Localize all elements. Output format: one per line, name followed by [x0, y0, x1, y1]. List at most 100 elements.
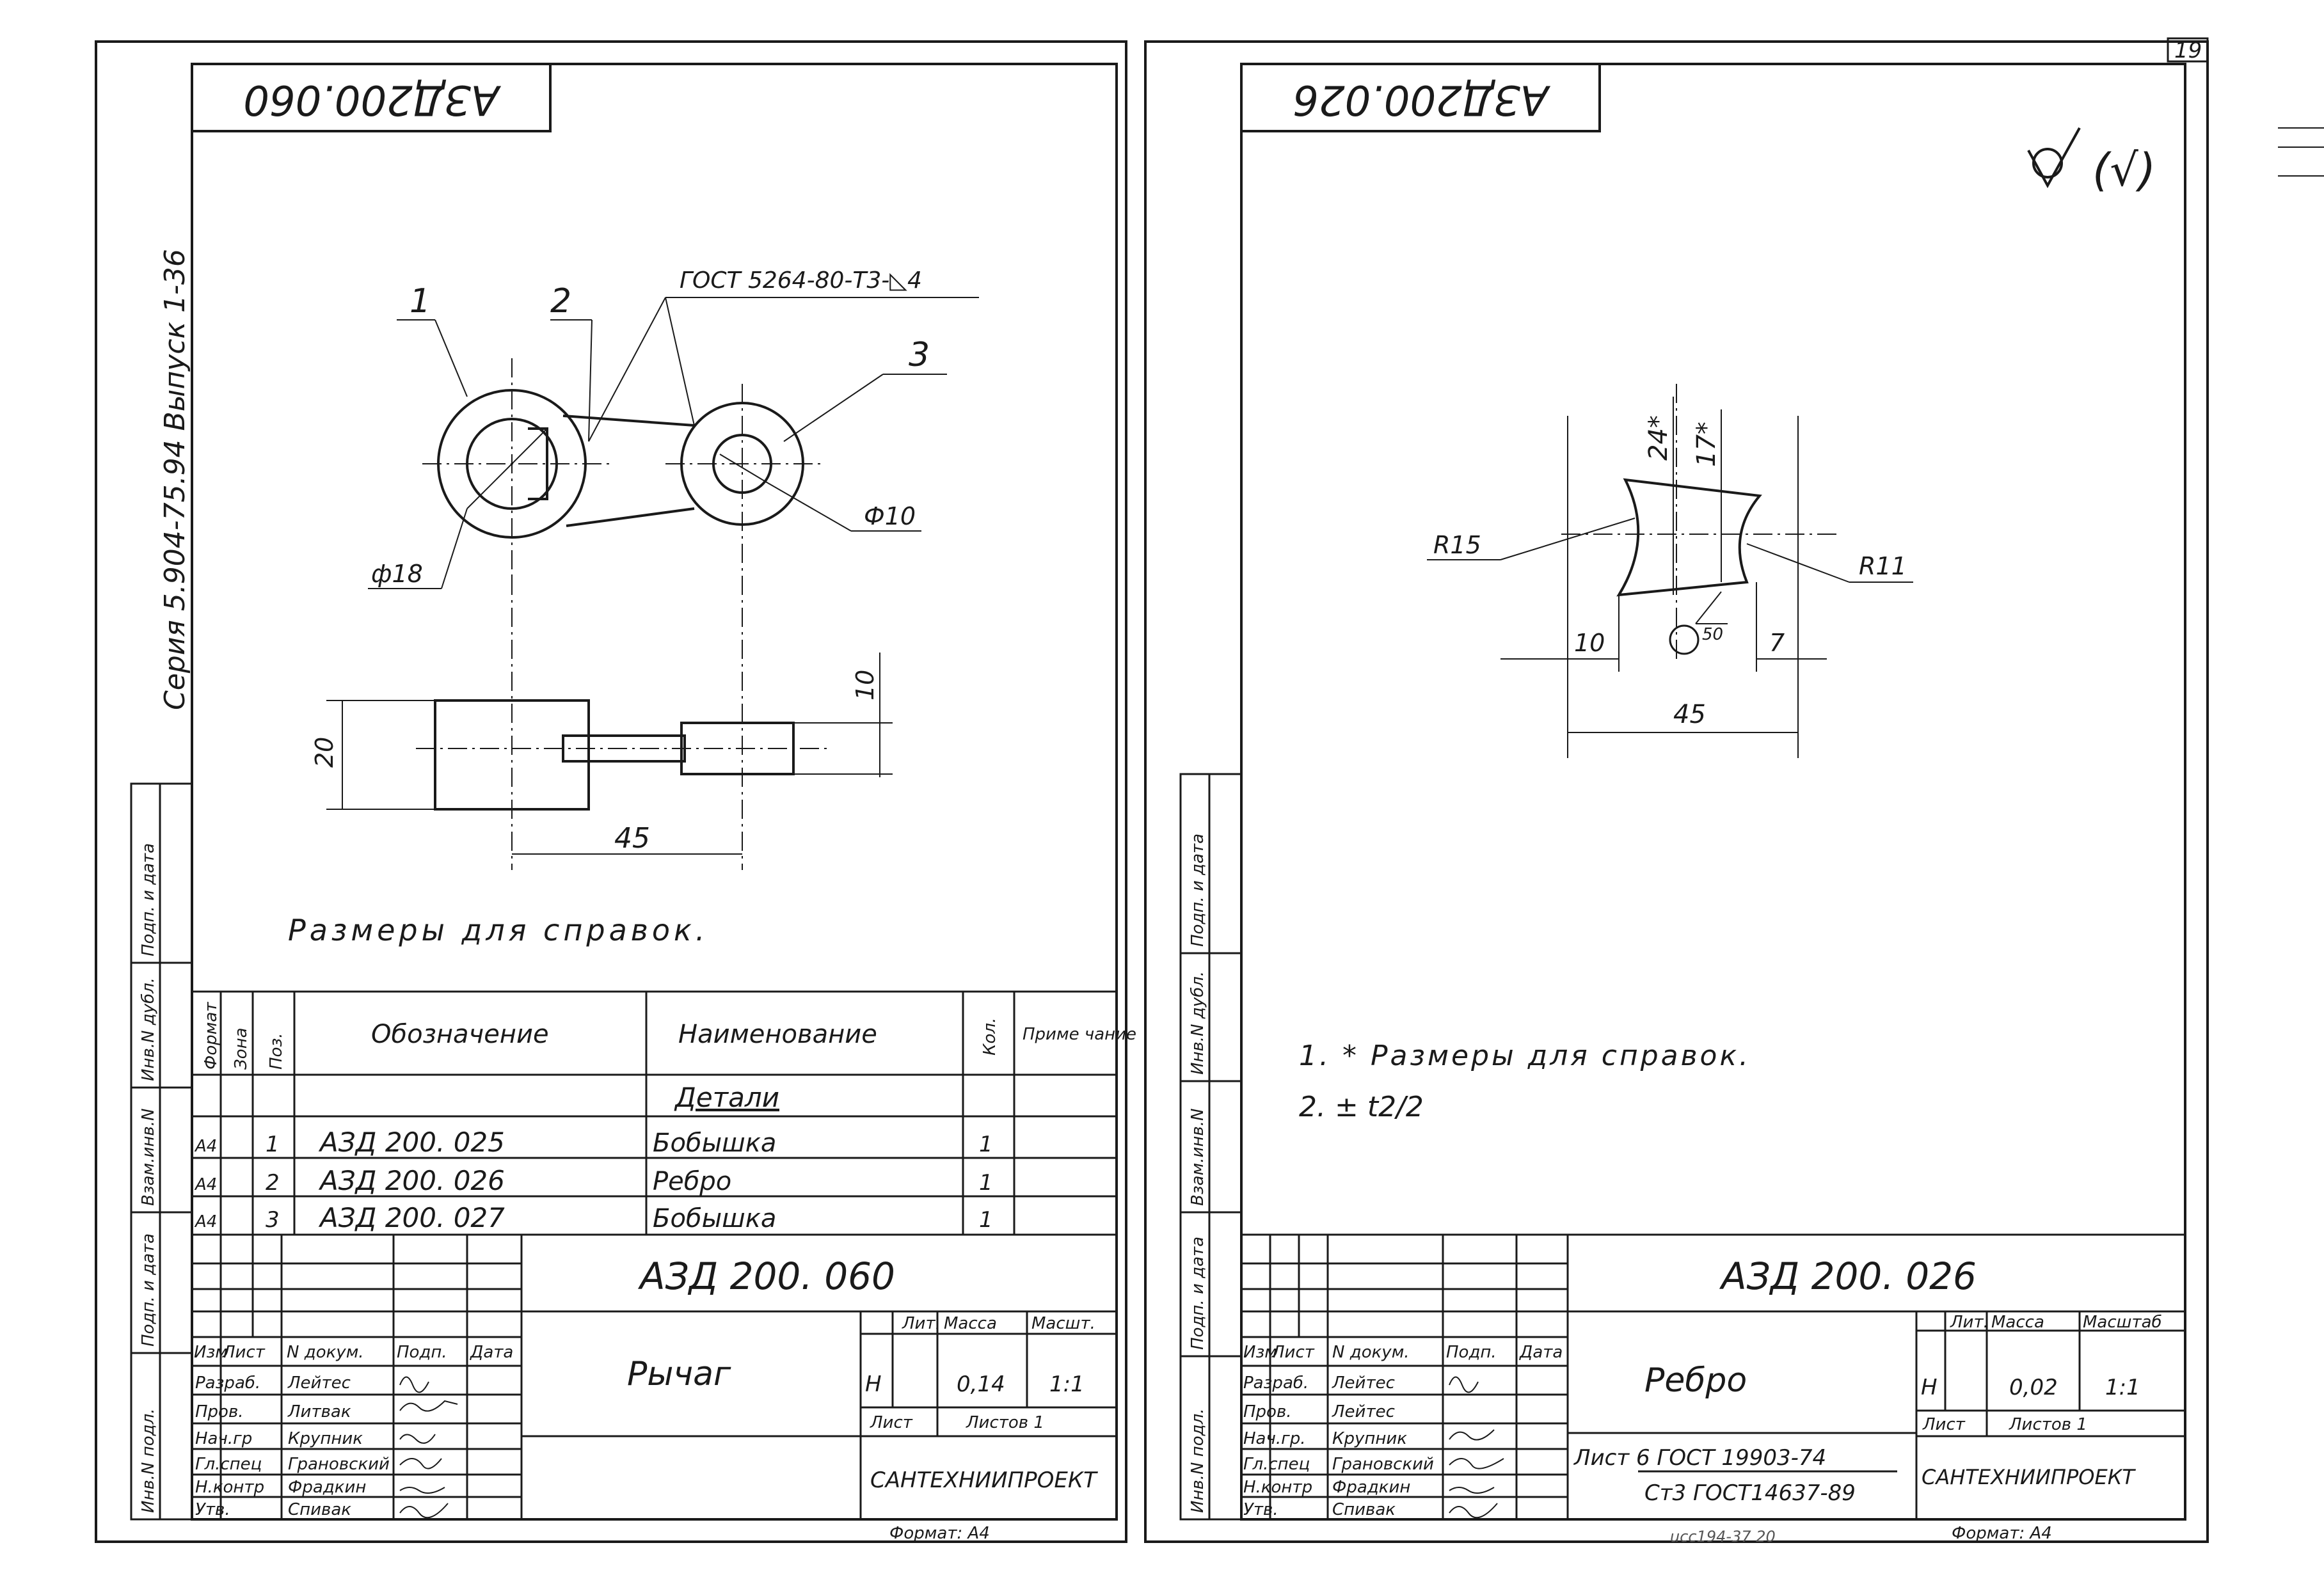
left-lit-value: Н [865, 1372, 882, 1397]
right-format: Формат: А4 [1952, 1524, 2052, 1543]
spec-row-qty: 1 [979, 1170, 993, 1196]
left-sheets-label: Листов 1 [966, 1413, 1044, 1432]
left-inner-frame [191, 63, 1118, 1521]
spec-row-qty: 1 [979, 1132, 993, 1157]
spec-header-qty: Кол. [980, 1018, 999, 1056]
right-lit-value: Н [1921, 1375, 1938, 1400]
spec-row-pos: 1 [266, 1132, 280, 1157]
top-view-leaders [368, 297, 979, 589]
right-scale-value: 1:1 [2105, 1375, 2140, 1400]
left-sheet: АЗД200.060 Серия 5.904-75.94 Выпуск 1-36… [130, 63, 1136, 1543]
left-sheet-label: Лист [870, 1413, 913, 1432]
left-hdr-doc: N докум. [287, 1343, 364, 1362]
dim-7: 7 [1769, 629, 1785, 657]
spec-row-name: Ребро [653, 1167, 731, 1196]
spec-row-name: Бобышка [653, 1128, 776, 1158]
dim-r11: R11 [1859, 552, 1907, 580]
roughness-mark: (√) [2092, 144, 2156, 196]
dim-17: 17* [1692, 422, 1721, 467]
right-material-bottom: Ст3 ГОСТ14637-89 [1644, 1480, 1856, 1506]
boss-small-bore [712, 434, 772, 494]
spec-header-zone: Зона [232, 1027, 251, 1070]
left-code-stamp: АЗД200.060 [243, 75, 501, 123]
side-label-3: Взам.инв.N [139, 1109, 158, 1206]
left-hdr-sign: Подп. [397, 1343, 447, 1362]
left-role-name: Грановский [288, 1455, 390, 1474]
left-title-hdr: Изм Лист N докум. Подп. Дата [194, 1343, 513, 1362]
left-roles: Разраб. Лейтес Пров. Литвак Нач.гр Крупн… [195, 1373, 390, 1519]
spec-row-pos: 2 [266, 1170, 280, 1196]
dim-r15: R15 [1433, 531, 1481, 559]
right-code-stamp: АЗД200.026 [1293, 75, 1550, 123]
outer-frames [95, 40, 2209, 1543]
right-lit-label: Лит. [1950, 1313, 1989, 1332]
side-label-1: Инв.N подл. [139, 1408, 158, 1513]
callout-2: 2 [550, 282, 571, 321]
right-role: Гл.спец [1243, 1455, 1310, 1474]
spec-table [191, 990, 1118, 1236]
right-role-name: Лейтес [1332, 1402, 1395, 1421]
spec-row-designation: АЗД 200. 025 [318, 1127, 505, 1158]
left-hdr-date: Дата [470, 1343, 513, 1362]
dim-10: 10 [1574, 629, 1605, 657]
left-side-labels: Инв.N подл. Подп. и дата Взам.инв.N Инв.… [139, 843, 158, 1513]
right-title-block [1240, 1233, 2186, 1521]
left-lit-label: Лит. [902, 1314, 941, 1333]
left-mass-label: Масса [944, 1314, 997, 1333]
note-2: 2. ± t2/2 [1299, 1091, 1424, 1123]
left-signatures [399, 1376, 458, 1519]
left-title-block [191, 1233, 1118, 1521]
left-role: Утв. [195, 1500, 230, 1519]
right-role-name: Грановский [1332, 1455, 1434, 1474]
margin-ticks [2278, 127, 2324, 177]
right-doc-code: АЗД 200. 026 [1719, 1254, 1977, 1298]
side-label-4: Инв.N дубл. [139, 977, 158, 1081]
boss-small-outer [680, 402, 804, 526]
rib-part-view [1427, 384, 1913, 758]
right-role: Пров. [1243, 1402, 1292, 1421]
spec-row-designation: АЗД 200. 026 [318, 1165, 505, 1196]
right-role-name: Лейтес [1332, 1373, 1395, 1393]
boss-large-outer [437, 389, 587, 539]
right-role: Утв. [1243, 1500, 1278, 1519]
side-label-2: Подп. и дата [1188, 1237, 1207, 1350]
series-text: Серия 5.904-75.94 Выпуск 1-36 [159, 249, 191, 710]
side-label-1: Инв.N подл. [1188, 1408, 1207, 1513]
spec-row-format: А4 [194, 1212, 217, 1231]
right-hdr-sign: Подп. [1446, 1343, 1497, 1362]
right-role-name: Спивак [1332, 1500, 1396, 1519]
left-role: Нач.гр [195, 1429, 252, 1448]
left-doc-code: АЗД 200. 060 [637, 1254, 895, 1298]
dim-45: 45 [1673, 700, 1706, 729]
side-label-5: Подп. и дата [1188, 834, 1207, 947]
page-number: 19 [2174, 38, 2202, 63]
spec-row-qty: 1 [979, 1207, 993, 1233]
right-sheets-label: Листов 1 [2009, 1415, 2087, 1434]
right-side-labels: Инв.N подл. Подп. и дата Взам.инв.N Инв.… [1188, 834, 1207, 1513]
right-mass-value: 0,02 [2009, 1375, 2058, 1400]
right-hdr-date: Дата [1519, 1343, 1563, 1362]
spec-header-format: Формат [202, 1002, 221, 1070]
note-1: 1. * Размеры для справок. [1299, 1040, 1751, 1072]
spec-row-format: А4 [194, 1137, 217, 1156]
left-role: Пров. [195, 1402, 244, 1421]
dim-50: 50 [1702, 625, 1723, 644]
left-mass-value: 0,14 [957, 1372, 1005, 1397]
spec-header-pos: Поз. [267, 1033, 286, 1070]
rib-hole [1669, 624, 1699, 655]
left-role: Разраб. [195, 1373, 260, 1393]
left-role-name: Спивак [288, 1500, 351, 1519]
right-outer-frame [1144, 40, 2209, 1543]
right-role-name: Фрадкин [1332, 1478, 1410, 1497]
left-scale-label: Масшт. [1031, 1314, 1095, 1333]
spec-row-designation: АЗД 200. 027 [318, 1202, 505, 1233]
spec-header-note: Приме чание [1023, 1025, 1136, 1044]
left-outer-frame [95, 40, 1127, 1543]
right-side-strip [1179, 773, 1243, 1521]
spec-row-format: А4 [194, 1175, 217, 1194]
right-hdr-doc: N докум. [1332, 1343, 1410, 1362]
right-role-name: Крупник [1332, 1429, 1407, 1448]
right-inner-frame [1240, 63, 2186, 1521]
dim-24: 24* [1644, 415, 1673, 461]
